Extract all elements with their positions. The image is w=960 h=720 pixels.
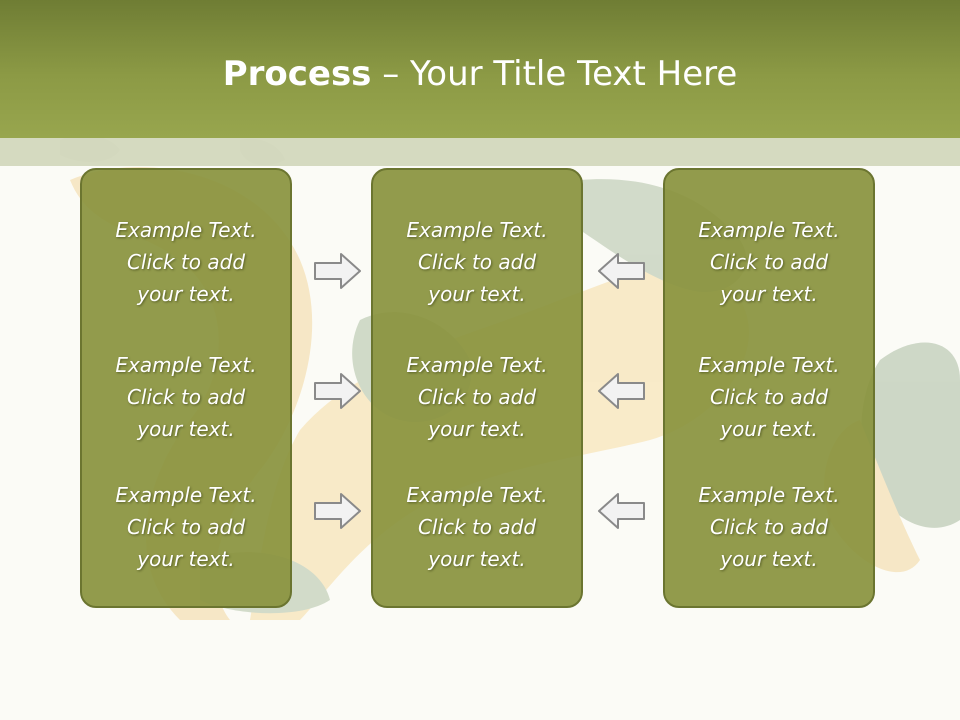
text-line: your text. (428, 417, 526, 441)
title-bar (0, 0, 960, 138)
left-arrow-icon (598, 253, 645, 289)
slide-title-bold: Process (222, 54, 372, 94)
text-placeholder[interactable]: Example Text. Click to add your text. (373, 349, 581, 445)
text-placeholder[interactable]: Example Text. Click to add your text. (82, 214, 290, 310)
right-arrow-icon (314, 253, 361, 289)
text-line: Click to add (126, 515, 246, 539)
text-placeholder[interactable]: Example Text. Click to add your text. (82, 349, 290, 445)
right-arrow-icon (314, 373, 361, 409)
text-line: Example Text. (115, 353, 257, 377)
text-line: your text. (137, 547, 235, 571)
process-box-right[interactable]: Example Text. Click to add your text. Ex… (663, 168, 875, 608)
text-placeholder[interactable]: Example Text. Click to add your text. (373, 214, 581, 310)
text-line: Example Text. (115, 483, 257, 507)
text-line: Example Text. (115, 218, 257, 242)
text-line: Click to add (126, 250, 246, 274)
text-line: your text. (137, 417, 235, 441)
text-placeholder[interactable]: Example Text. Click to add your text. (373, 479, 581, 575)
text-line: Click to add (417, 515, 537, 539)
text-line: Example Text. (406, 218, 548, 242)
text-line: Click to add (709, 385, 829, 409)
text-line: your text. (428, 282, 526, 306)
slide-title-rest: – Your Title Text Here (371, 54, 738, 94)
left-arrow-icon (598, 493, 645, 529)
text-line: Example Text. (406, 353, 548, 377)
text-line: Example Text. (698, 483, 840, 507)
text-placeholder[interactable]: Example Text. Click to add your text. (665, 214, 873, 310)
text-line: Click to add (417, 250, 537, 274)
text-placeholder[interactable]: Example Text. Click to add your text. (665, 349, 873, 445)
process-box-center[interactable]: Example Text. Click to add your text. Ex… (371, 168, 583, 608)
text-placeholder[interactable]: Example Text. Click to add your text. (82, 479, 290, 575)
text-line: Example Text. (406, 483, 548, 507)
slide-title[interactable]: Process – Your Title Text Here (0, 52, 960, 96)
text-line: your text. (720, 282, 818, 306)
text-line: Click to add (709, 250, 829, 274)
text-placeholder[interactable]: Example Text. Click to add your text. (665, 479, 873, 575)
left-arrow-icon (598, 373, 645, 409)
text-line: Click to add (126, 385, 246, 409)
text-line: Example Text. (698, 353, 840, 377)
process-box-left[interactable]: Example Text. Click to add your text. Ex… (80, 168, 292, 608)
text-line: your text. (137, 282, 235, 306)
text-line: Click to add (417, 385, 537, 409)
title-bar-accent-band (0, 138, 960, 166)
text-line: your text. (720, 417, 818, 441)
right-arrow-icon (314, 493, 361, 529)
text-line: your text. (720, 547, 818, 571)
text-line: Example Text. (698, 218, 840, 242)
text-line: your text. (428, 547, 526, 571)
text-line: Click to add (709, 515, 829, 539)
